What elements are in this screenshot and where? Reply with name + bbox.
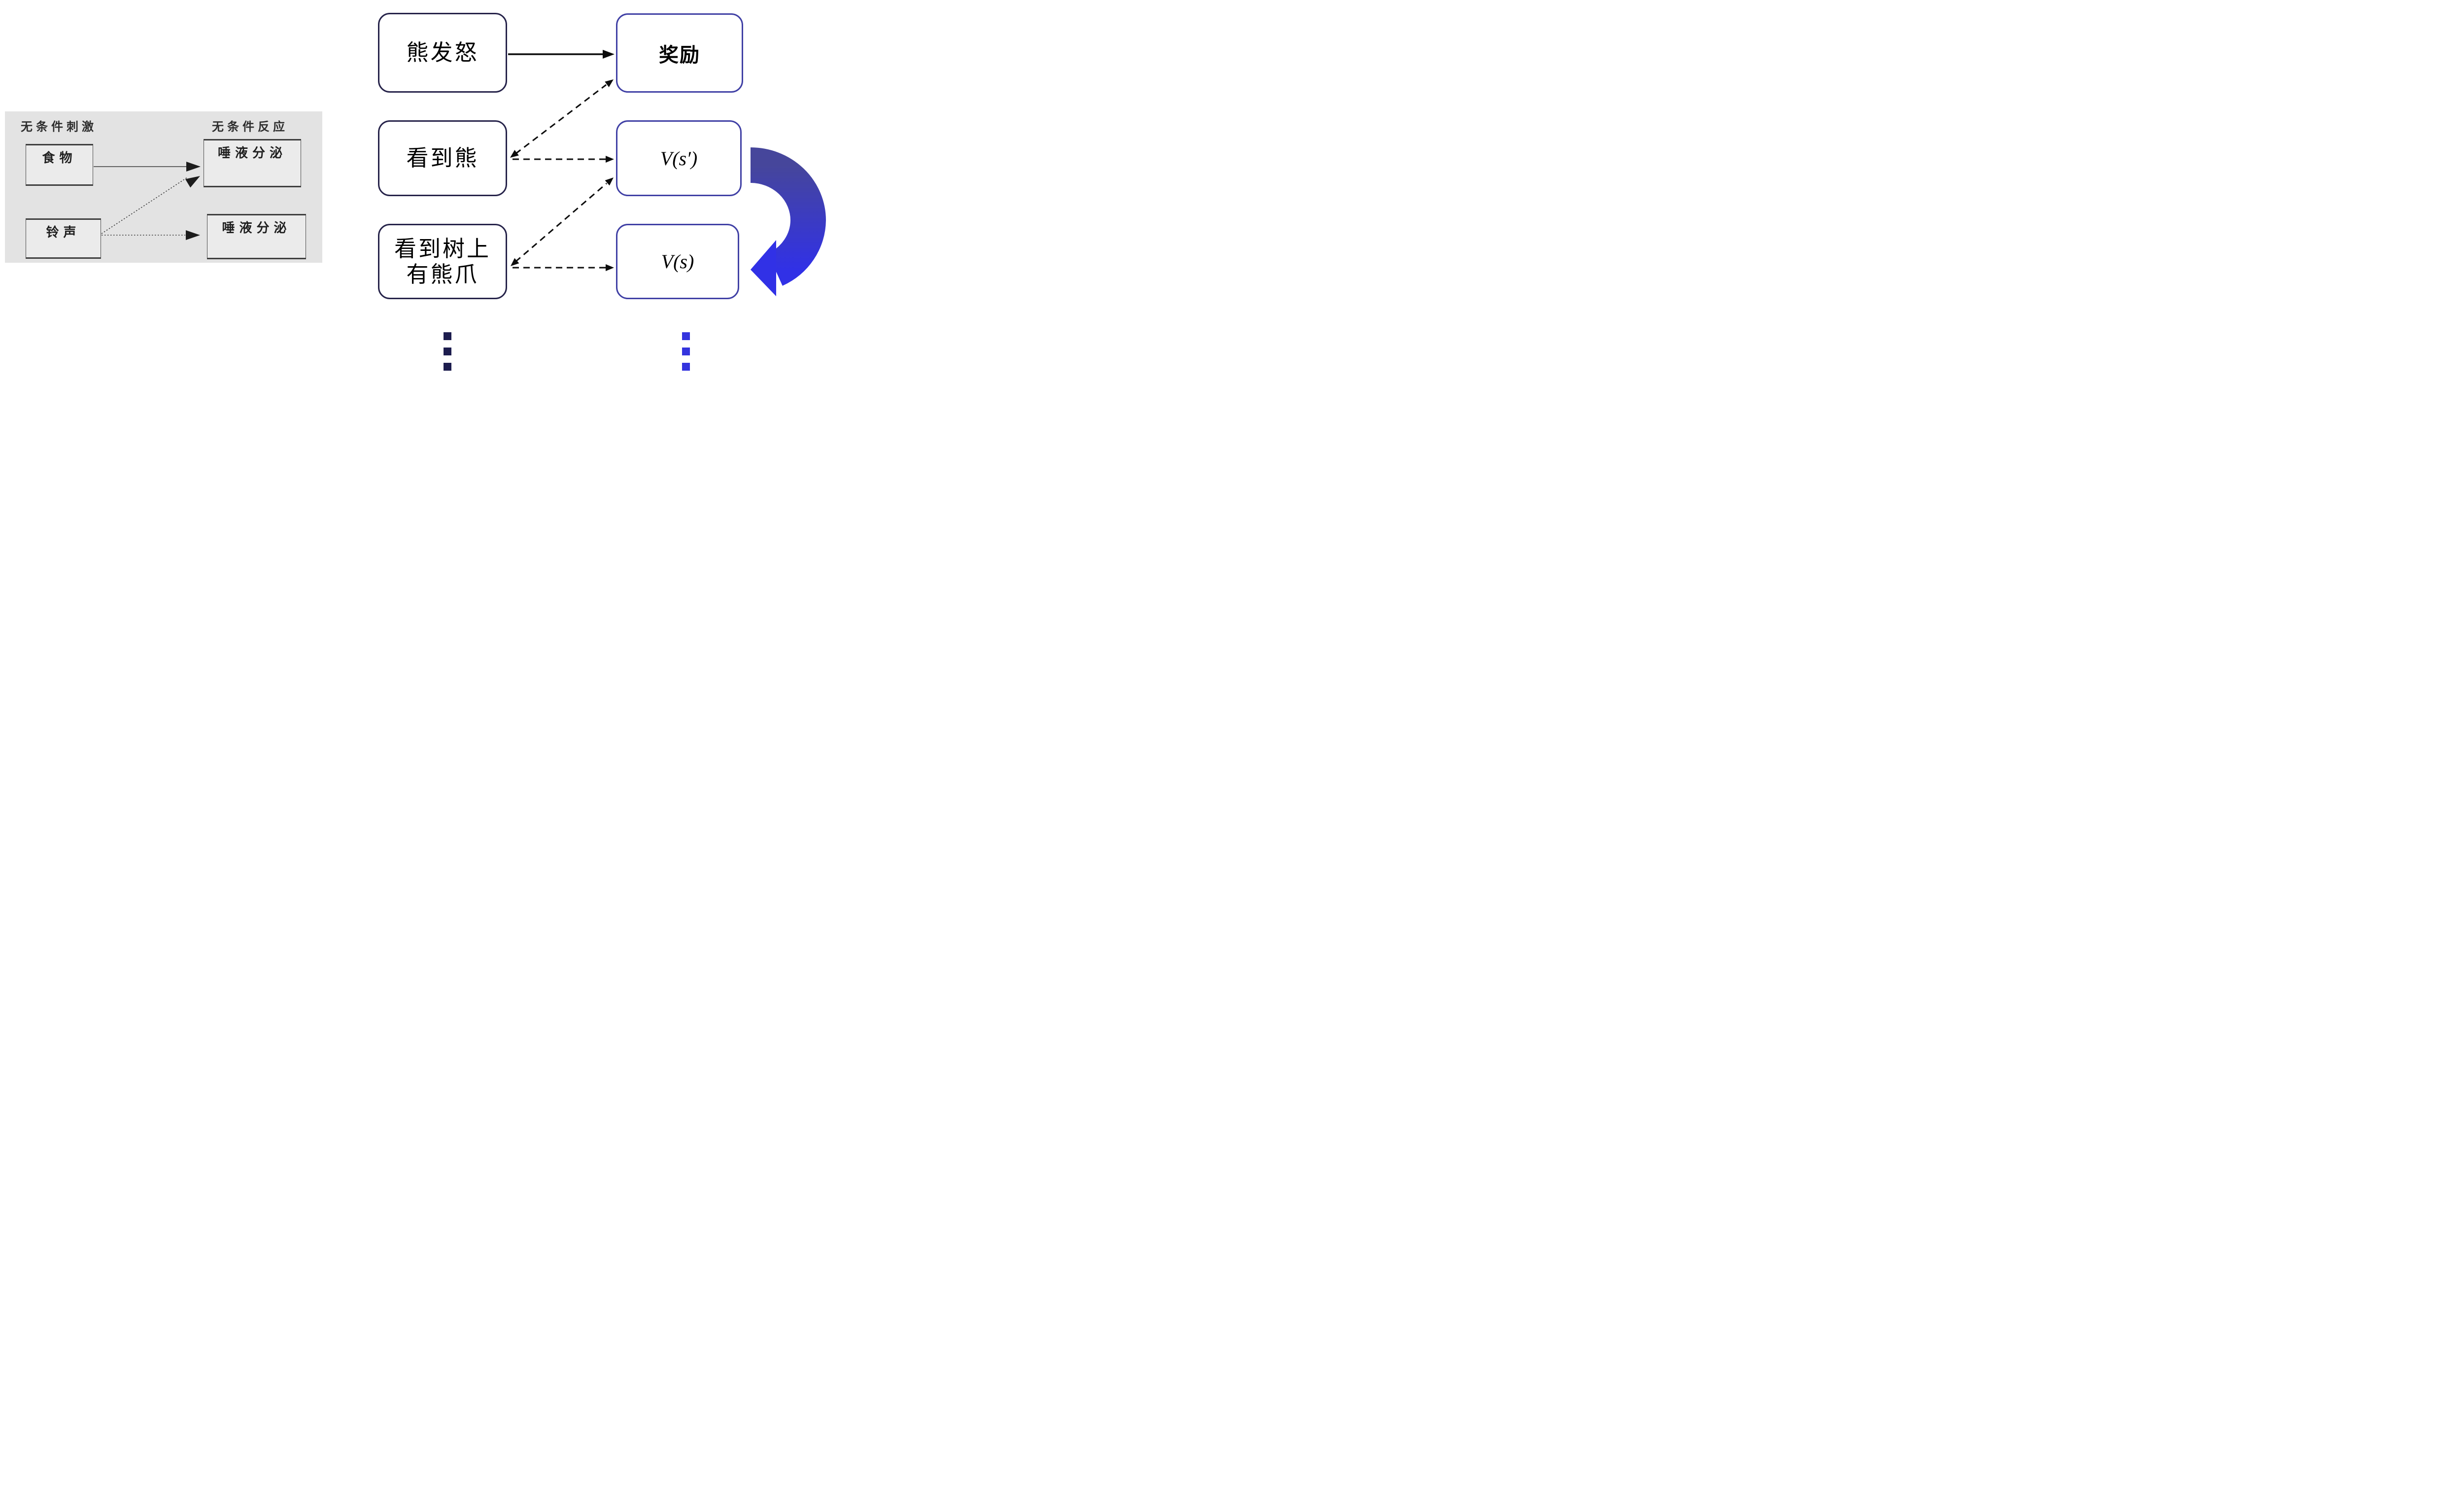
arrow-see-bear-to-vsprime-head <box>606 156 614 163</box>
arrow-see-claw-to-vsprime-head-lower <box>511 258 519 266</box>
node-bear-angry-label: 熊发怒 <box>406 40 479 66</box>
arrow-bear-to-reward-head <box>603 50 615 59</box>
slide-canvas: 无条件刺激 无条件反应 条件刺激 条件反应 食物 唾液分泌 铃声 唾液分泌 熊发… <box>0 0 827 375</box>
arrow-bell-to-conditioned-salivation-head <box>186 230 200 240</box>
box-food: 食物 <box>26 144 93 186</box>
arrow-see-claw-to-vsprime-line <box>515 182 607 263</box>
node-v-s-label: V(s) <box>661 250 694 273</box>
arrow-bell-to-unconditioned-salivation-line <box>101 177 188 234</box>
box-bell: 铃声 <box>26 218 101 259</box>
arrow-see-claw-to-vs-head <box>606 264 614 271</box>
node-see-bear-label: 看到熊 <box>406 145 479 171</box>
node-v-s-prime-label: V(s′) <box>660 147 698 170</box>
arrow-see-claw-to-vsprime-head-upper <box>605 177 614 186</box>
ellipsis-right-dot-2 <box>682 348 690 355</box>
arrow-see-bear-to-reward-head-lower <box>510 150 519 158</box>
arrow-food-to-salivation-head <box>186 162 201 172</box>
label-unconditioned-stimulus: 无条件刺激 <box>21 120 97 134</box>
ellipsis-left-dot-3 <box>444 363 451 371</box>
ellipsis-left-dot-2 <box>444 348 451 355</box>
label-unconditioned-response: 无条件反应 <box>212 120 288 134</box>
node-reward: 奖励 <box>616 13 743 93</box>
node-see-bear-claw: 看到树上 有熊爪 <box>378 224 507 299</box>
box-salivation-unconditioned: 唾液分泌 <box>204 139 301 187</box>
ellipsis-left-dot-1 <box>444 332 451 340</box>
cycle-arrow-head <box>751 240 776 296</box>
ellipsis-right-dot-1 <box>682 332 690 340</box>
node-v-s: V(s) <box>616 224 739 299</box>
node-see-bear: 看到熊 <box>378 120 507 196</box>
arrow-bell-to-unconditioned-salivation-head <box>185 176 200 188</box>
node-see-bear-claw-line1: 看到树上 <box>394 236 491 261</box>
arrow-see-bear-to-reward-head-upper <box>605 79 614 87</box>
connectors-layer <box>94 50 615 271</box>
cycle-arrow-ribbon <box>750 147 826 286</box>
node-bear-angry: 熊发怒 <box>378 13 507 93</box>
ellipsis-right-dot-3 <box>682 363 690 371</box>
box-salivation-conditioned: 唾液分泌 <box>207 214 306 259</box>
node-see-bear-claw-line2: 有熊爪 <box>406 261 479 287</box>
cycle-arrow-icon <box>750 147 826 296</box>
node-reward-label: 奖励 <box>659 43 700 66</box>
node-v-s-prime: V(s′) <box>616 120 742 196</box>
arrow-see-bear-to-reward-line <box>515 84 607 155</box>
